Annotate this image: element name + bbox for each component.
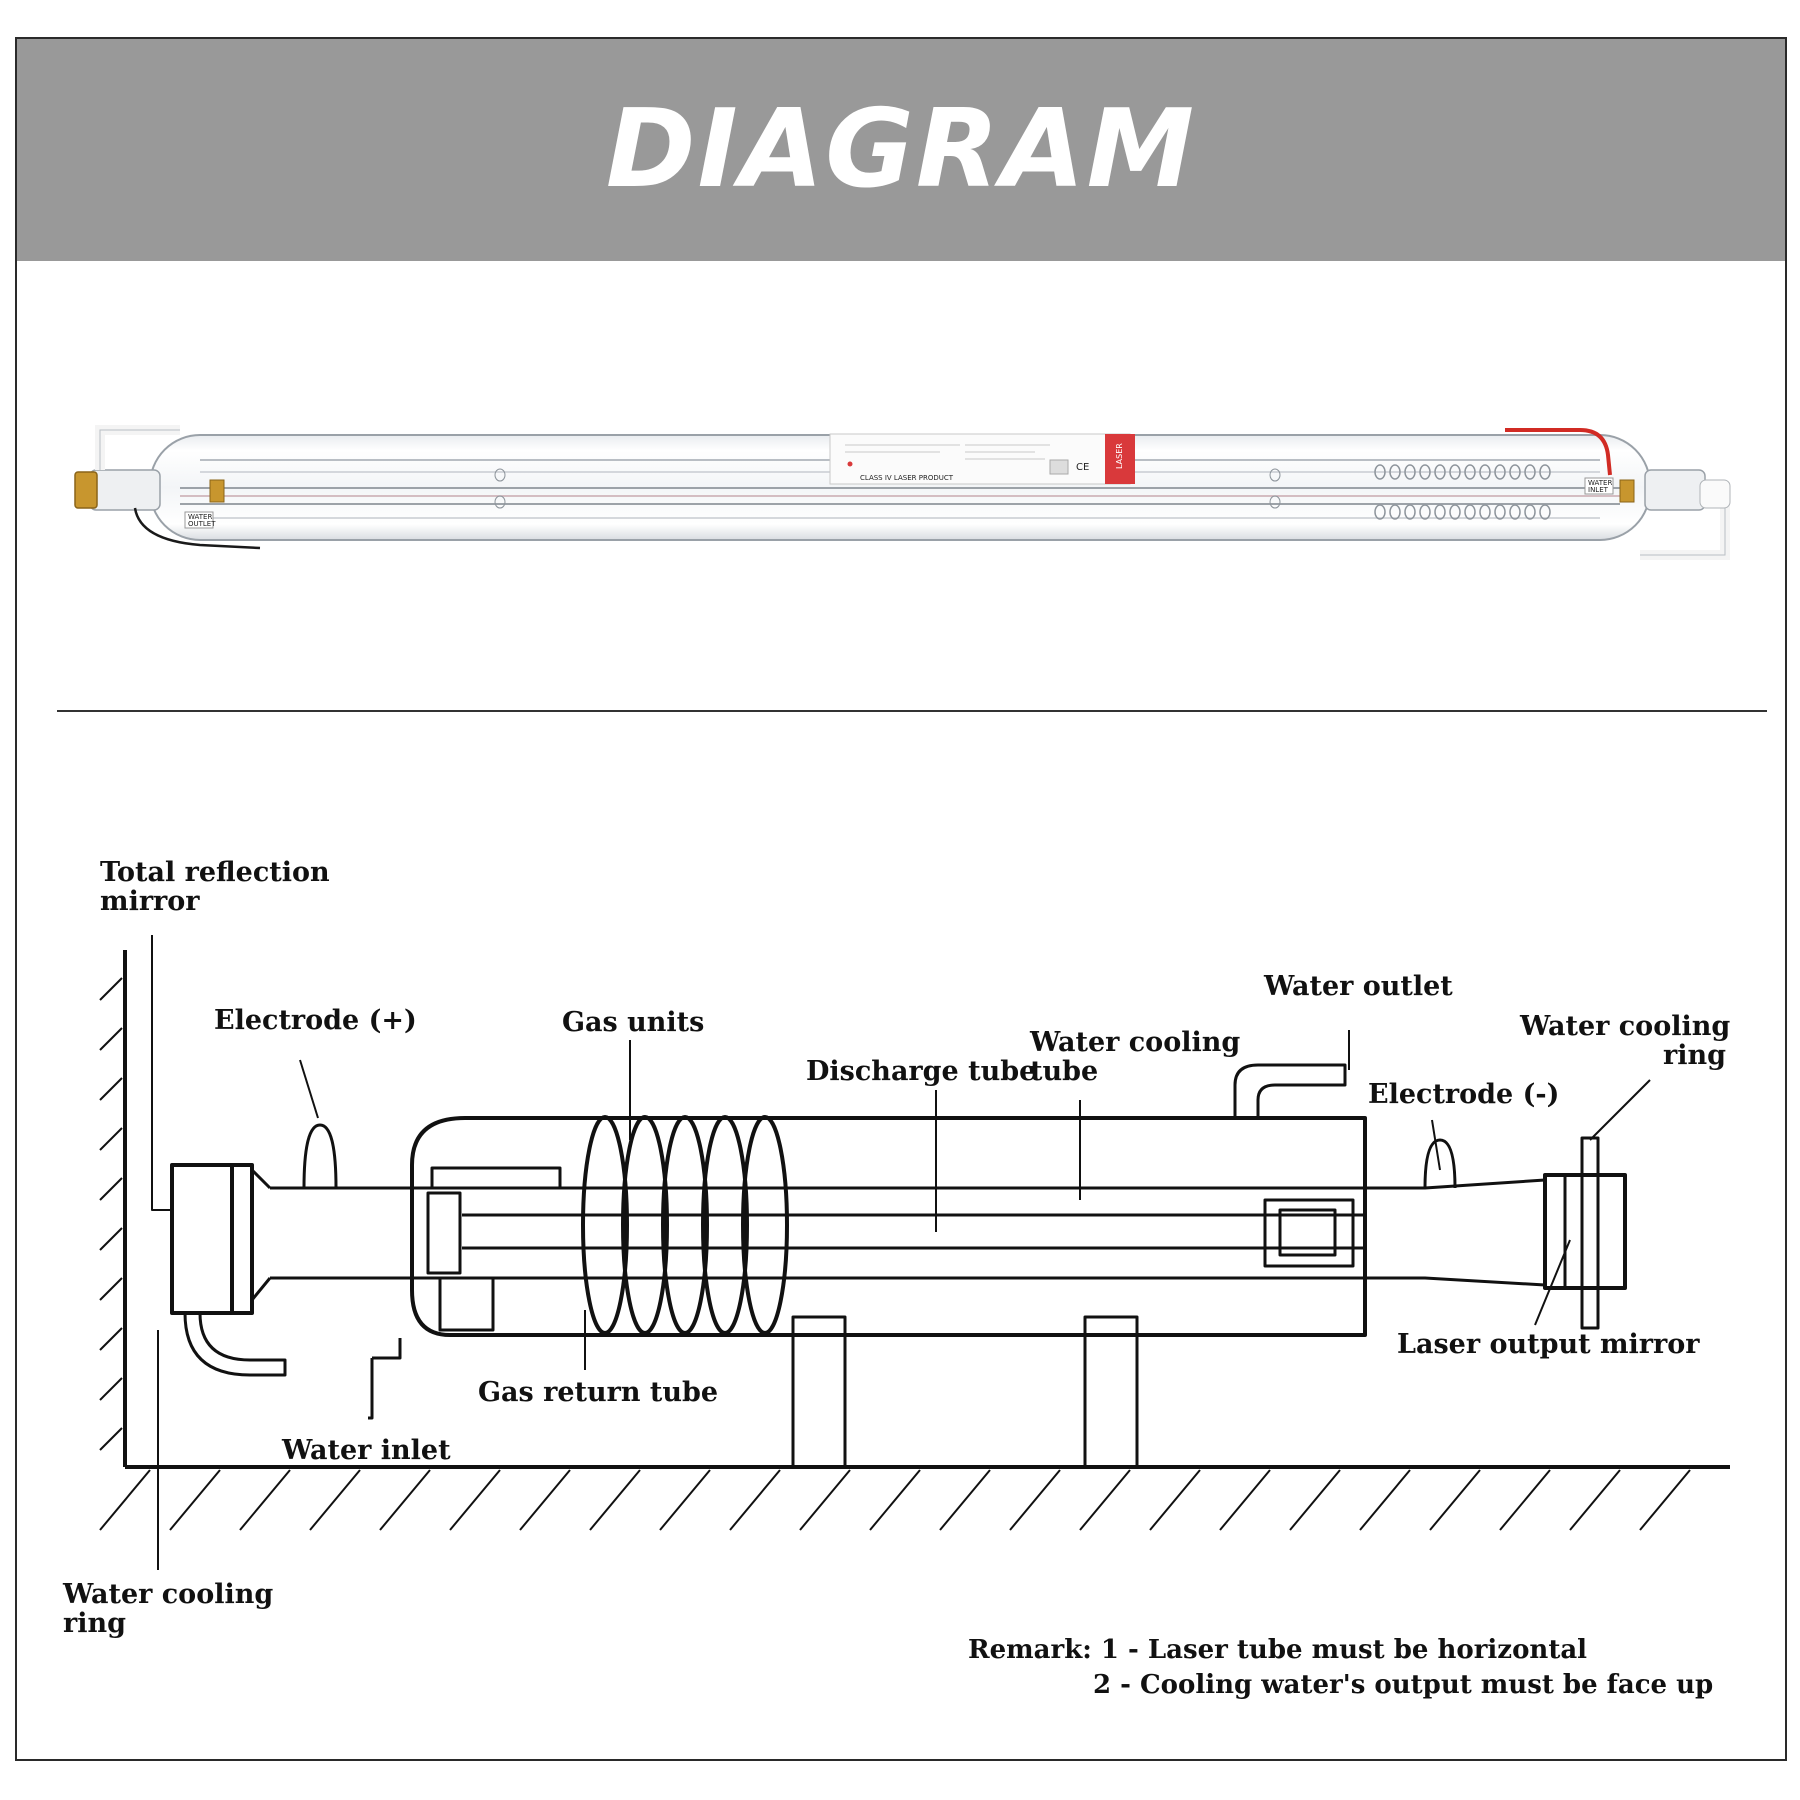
discharge-tube (270, 1186, 1365, 1280)
product-label: CLASS IV LASER PRODUCT CE LASER (829, 433, 1135, 485)
water-outlet-tag: WATER OUTLET (184, 511, 216, 529)
svg-text:OUTLET: OUTLET (188, 520, 216, 528)
remark-line-2: 2 - Cooling water's output must be face … (1093, 1670, 1714, 1700)
svg-text:CLASS IV LASER PRODUCT: CLASS IV LASER PRODUCT (860, 474, 954, 482)
label-water-cooling-ring-left: Water cooling ring (63, 1579, 274, 1639)
black-wire (133, 507, 261, 550)
laser-output-mirror-housing (1543, 1173, 1627, 1290)
label-water-cooling-tube: Water cooling tube (1030, 1027, 1241, 1087)
label-water-outlet: Water outlet (1264, 971, 1453, 1002)
support-right (1083, 1315, 1139, 1469)
floor-hatching (99, 1469, 1691, 1531)
label-electrode-positive: Electrode (+) (214, 1005, 417, 1036)
label-gas-return-tube: Gas return tube (478, 1377, 719, 1408)
wall-hatching (99, 977, 123, 1451)
svg-text:LASER: LASER (1115, 443, 1124, 469)
leader-lines (151, 935, 1651, 1570)
support-left (791, 1315, 847, 1469)
title-banner: DIAGRAM (17, 39, 1785, 261)
section-divider (57, 710, 1767, 712)
label-water-cooling-ring-right: Water cooling ring (1520, 1011, 1731, 1071)
red-wire (1505, 428, 1612, 476)
total-reflection-mirror-housing (170, 1163, 234, 1315)
svg-text:CE: CE (1076, 462, 1089, 473)
gas-return-tube (438, 1278, 495, 1332)
water-jacket (410, 1116, 1367, 1337)
water-inlet-pipe (368, 1338, 402, 1420)
svg-text:WATER: WATER (188, 513, 212, 521)
page-frame (15, 37, 1787, 1761)
label-laser-output-mirror: Laser output mirror (1397, 1329, 1700, 1360)
svg-text:INLET: INLET (1588, 486, 1609, 494)
left-brass-fitting (74, 471, 98, 509)
label-electrode-negative: Electrode (-) (1368, 1079, 1560, 1110)
water-cooling-ring-left-pipe (183, 1312, 287, 1377)
electrode-negative (1423, 1138, 1457, 1189)
water-outlet-pipe (1233, 1063, 1347, 1118)
electrode-block-right (1263, 1198, 1355, 1268)
gas-coil (1374, 464, 1551, 520)
water-cooling-ring-right (1580, 1136, 1600, 1330)
label-total-reflection-mirror: Total reflection mirror (100, 857, 330, 917)
svg-text:WATER: WATER (1588, 479, 1612, 487)
water-inlet-tag: WATER INLET (1584, 477, 1614, 495)
laser-tube-photo: CLASS IV LASER PRODUCT CE LASER WATER OU… (74, 425, 1731, 560)
page-title: DIAGRAM (605, 87, 1197, 212)
remark-line-1: Remark: 1 - Laser tube must be horizonta… (968, 1635, 1588, 1665)
label-gas-units: Gas units (562, 1007, 705, 1038)
label-discharge-tube: Discharge tube (806, 1056, 1037, 1087)
electrode-positive (302, 1123, 338, 1189)
gas-coil-spring (581, 1115, 789, 1335)
label-water-inlet: Water inlet (282, 1435, 451, 1466)
gas-reservoir-left (426, 1191, 462, 1275)
